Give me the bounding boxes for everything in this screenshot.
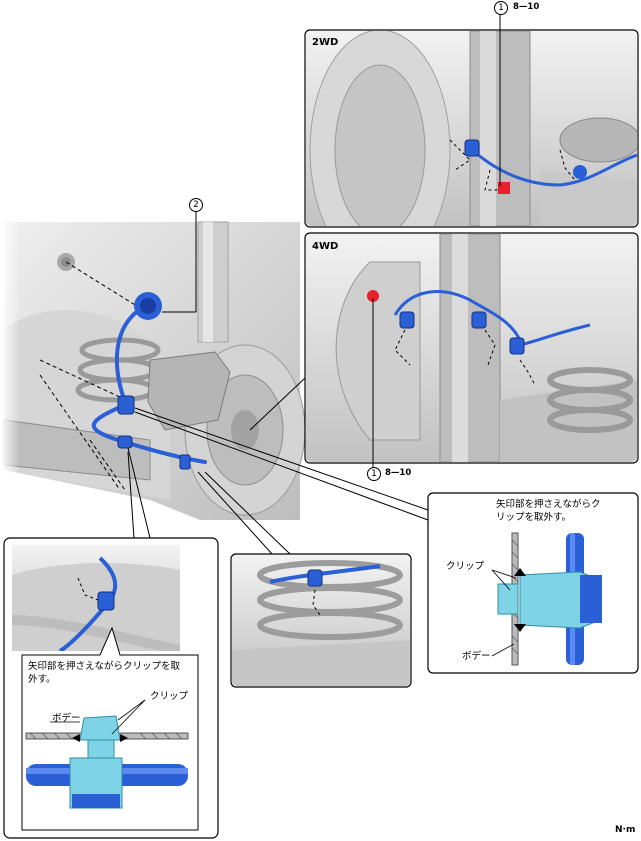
- panel-clip-detail-right: [427, 492, 639, 674]
- callout-2: 2: [189, 198, 203, 212]
- instruction-left: 矢印部を押さえながらクリップを取外す。: [28, 661, 181, 685]
- panel-connectors: [127, 377, 429, 555]
- clip-label-left: クリップ: [150, 691, 189, 702]
- panel-label-2wd: 2WD: [312, 37, 339, 48]
- body-label-right: ボデー: [462, 651, 491, 662]
- instruction-right: 矢印部を押さえながらクリップを取外す。: [496, 499, 601, 523]
- callout-1-bottom: 1: [367, 467, 381, 481]
- body-label-left: ボデー: [52, 713, 81, 724]
- unit-label: N·m: [615, 825, 636, 835]
- main-vehicle-view: [0, 210, 306, 522]
- panel-4wd: [304, 232, 639, 468]
- panel-clip-detail-middle: [230, 553, 412, 688]
- panel-clip-detail-left: [3, 537, 219, 839]
- callout-1-top: 1: [494, 1, 508, 15]
- torque-value-bottom: 8—10: [385, 468, 412, 478]
- panel-2wd: [304, 12, 639, 228]
- torque-value-top: 8—10: [513, 2, 540, 12]
- clip-label-right: クリップ: [446, 561, 485, 572]
- panel-label-4wd: 4WD: [312, 241, 339, 252]
